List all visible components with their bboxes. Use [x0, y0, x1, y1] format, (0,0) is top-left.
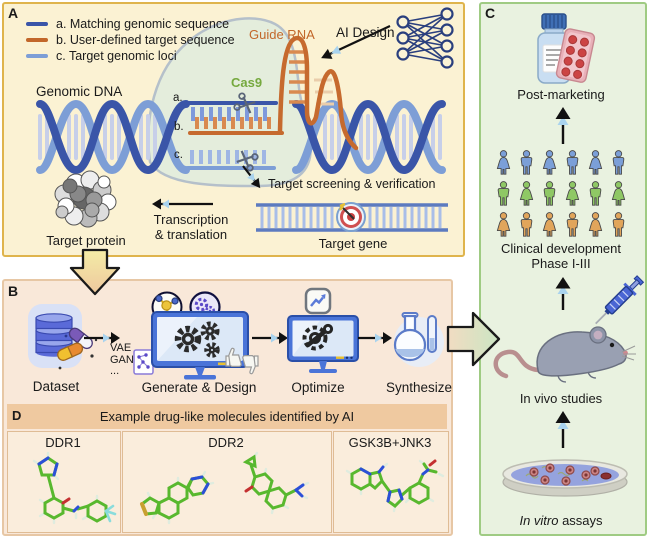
transcription-label: Transcription & translation — [153, 212, 229, 242]
legend-swatch-c — [26, 54, 48, 58]
panel-c-letter: C — [485, 5, 496, 21]
cas9-label: Cas9 — [231, 75, 263, 90]
target-screening-label: Target screening & verification — [268, 177, 436, 191]
person-icon — [611, 181, 626, 206]
panel-b-letter: B — [8, 283, 19, 299]
person-icon — [520, 150, 533, 175]
generate-design-label: Generate & Design — [141, 380, 257, 395]
clinical-people-row-3 — [494, 212, 632, 237]
person-icon — [496, 150, 511, 175]
in-vitro-label: In vitro assays — [519, 513, 603, 528]
person-icon — [542, 212, 557, 237]
target-gene-label: Target gene — [318, 236, 388, 251]
dataset-label: Dataset — [32, 379, 80, 394]
molecule-label-ddr1: DDR1 — [45, 435, 81, 450]
legend-item: a. Matching genomic sequence — [26, 16, 235, 32]
person-icon — [520, 212, 533, 237]
in-vivo-label: In vivo studies — [519, 391, 603, 406]
legend-label: a. Matching genomic sequence — [56, 17, 230, 31]
person-icon — [589, 181, 602, 206]
molecule-label-ddr2: DDR2 — [208, 435, 244, 450]
post-marketing-label: Post-marketing — [517, 87, 605, 102]
panel-c — [479, 2, 647, 536]
ai-design-label: AI Design — [336, 25, 395, 40]
person-icon — [565, 181, 580, 206]
person-icon — [588, 212, 603, 237]
person-icon — [588, 150, 603, 175]
genomic-dna-label: Genomic DNA — [36, 84, 123, 99]
methods-label: VAE GAN ... — [110, 342, 134, 377]
legend-swatch-b — [26, 38, 48, 42]
panel-d-header-band — [7, 404, 447, 429]
legend-item: b. User-defined target sequence — [26, 32, 235, 48]
person-icon — [566, 212, 579, 237]
person-icon — [496, 212, 511, 237]
person-icon — [519, 181, 534, 206]
guide-rna-label: Guide RNA — [249, 27, 315, 42]
person-icon — [543, 181, 556, 206]
target-protein-label: Target protein — [46, 233, 126, 248]
person-icon — [542, 150, 557, 175]
strand-a-label: a. — [173, 92, 183, 104]
panel-a-letter: A — [8, 5, 19, 21]
person-icon — [612, 212, 625, 237]
molecule-label-gsk3b-jnk3: GSK3B+JNK3 — [348, 435, 432, 450]
legend: a. Matching genomic sequence b. User-def… — [26, 16, 235, 64]
legend-label: c. Target genomic loci — [56, 49, 177, 63]
person-icon — [566, 150, 579, 175]
panel-d-letter: D — [12, 408, 22, 423]
clinical-development-label: Clinical development Phase I-III — [501, 241, 621, 271]
legend-item: c. Target genomic loci — [26, 48, 235, 64]
clinical-people-row-2 — [494, 181, 632, 206]
person-icon — [612, 150, 625, 175]
synthesize-label: Synthesize — [385, 380, 453, 395]
legend-label: b. User-defined target sequence — [56, 33, 235, 47]
legend-swatch-a — [26, 22, 48, 26]
panel-d-header: Example drug-like molecules identified b… — [99, 409, 355, 424]
strand-c-label: c. — [174, 149, 183, 161]
optimize-label: Optimize — [291, 380, 345, 395]
strand-b-label: b. — [174, 121, 184, 133]
clinical-people-row-1 — [494, 150, 632, 175]
person-icon — [497, 181, 510, 206]
